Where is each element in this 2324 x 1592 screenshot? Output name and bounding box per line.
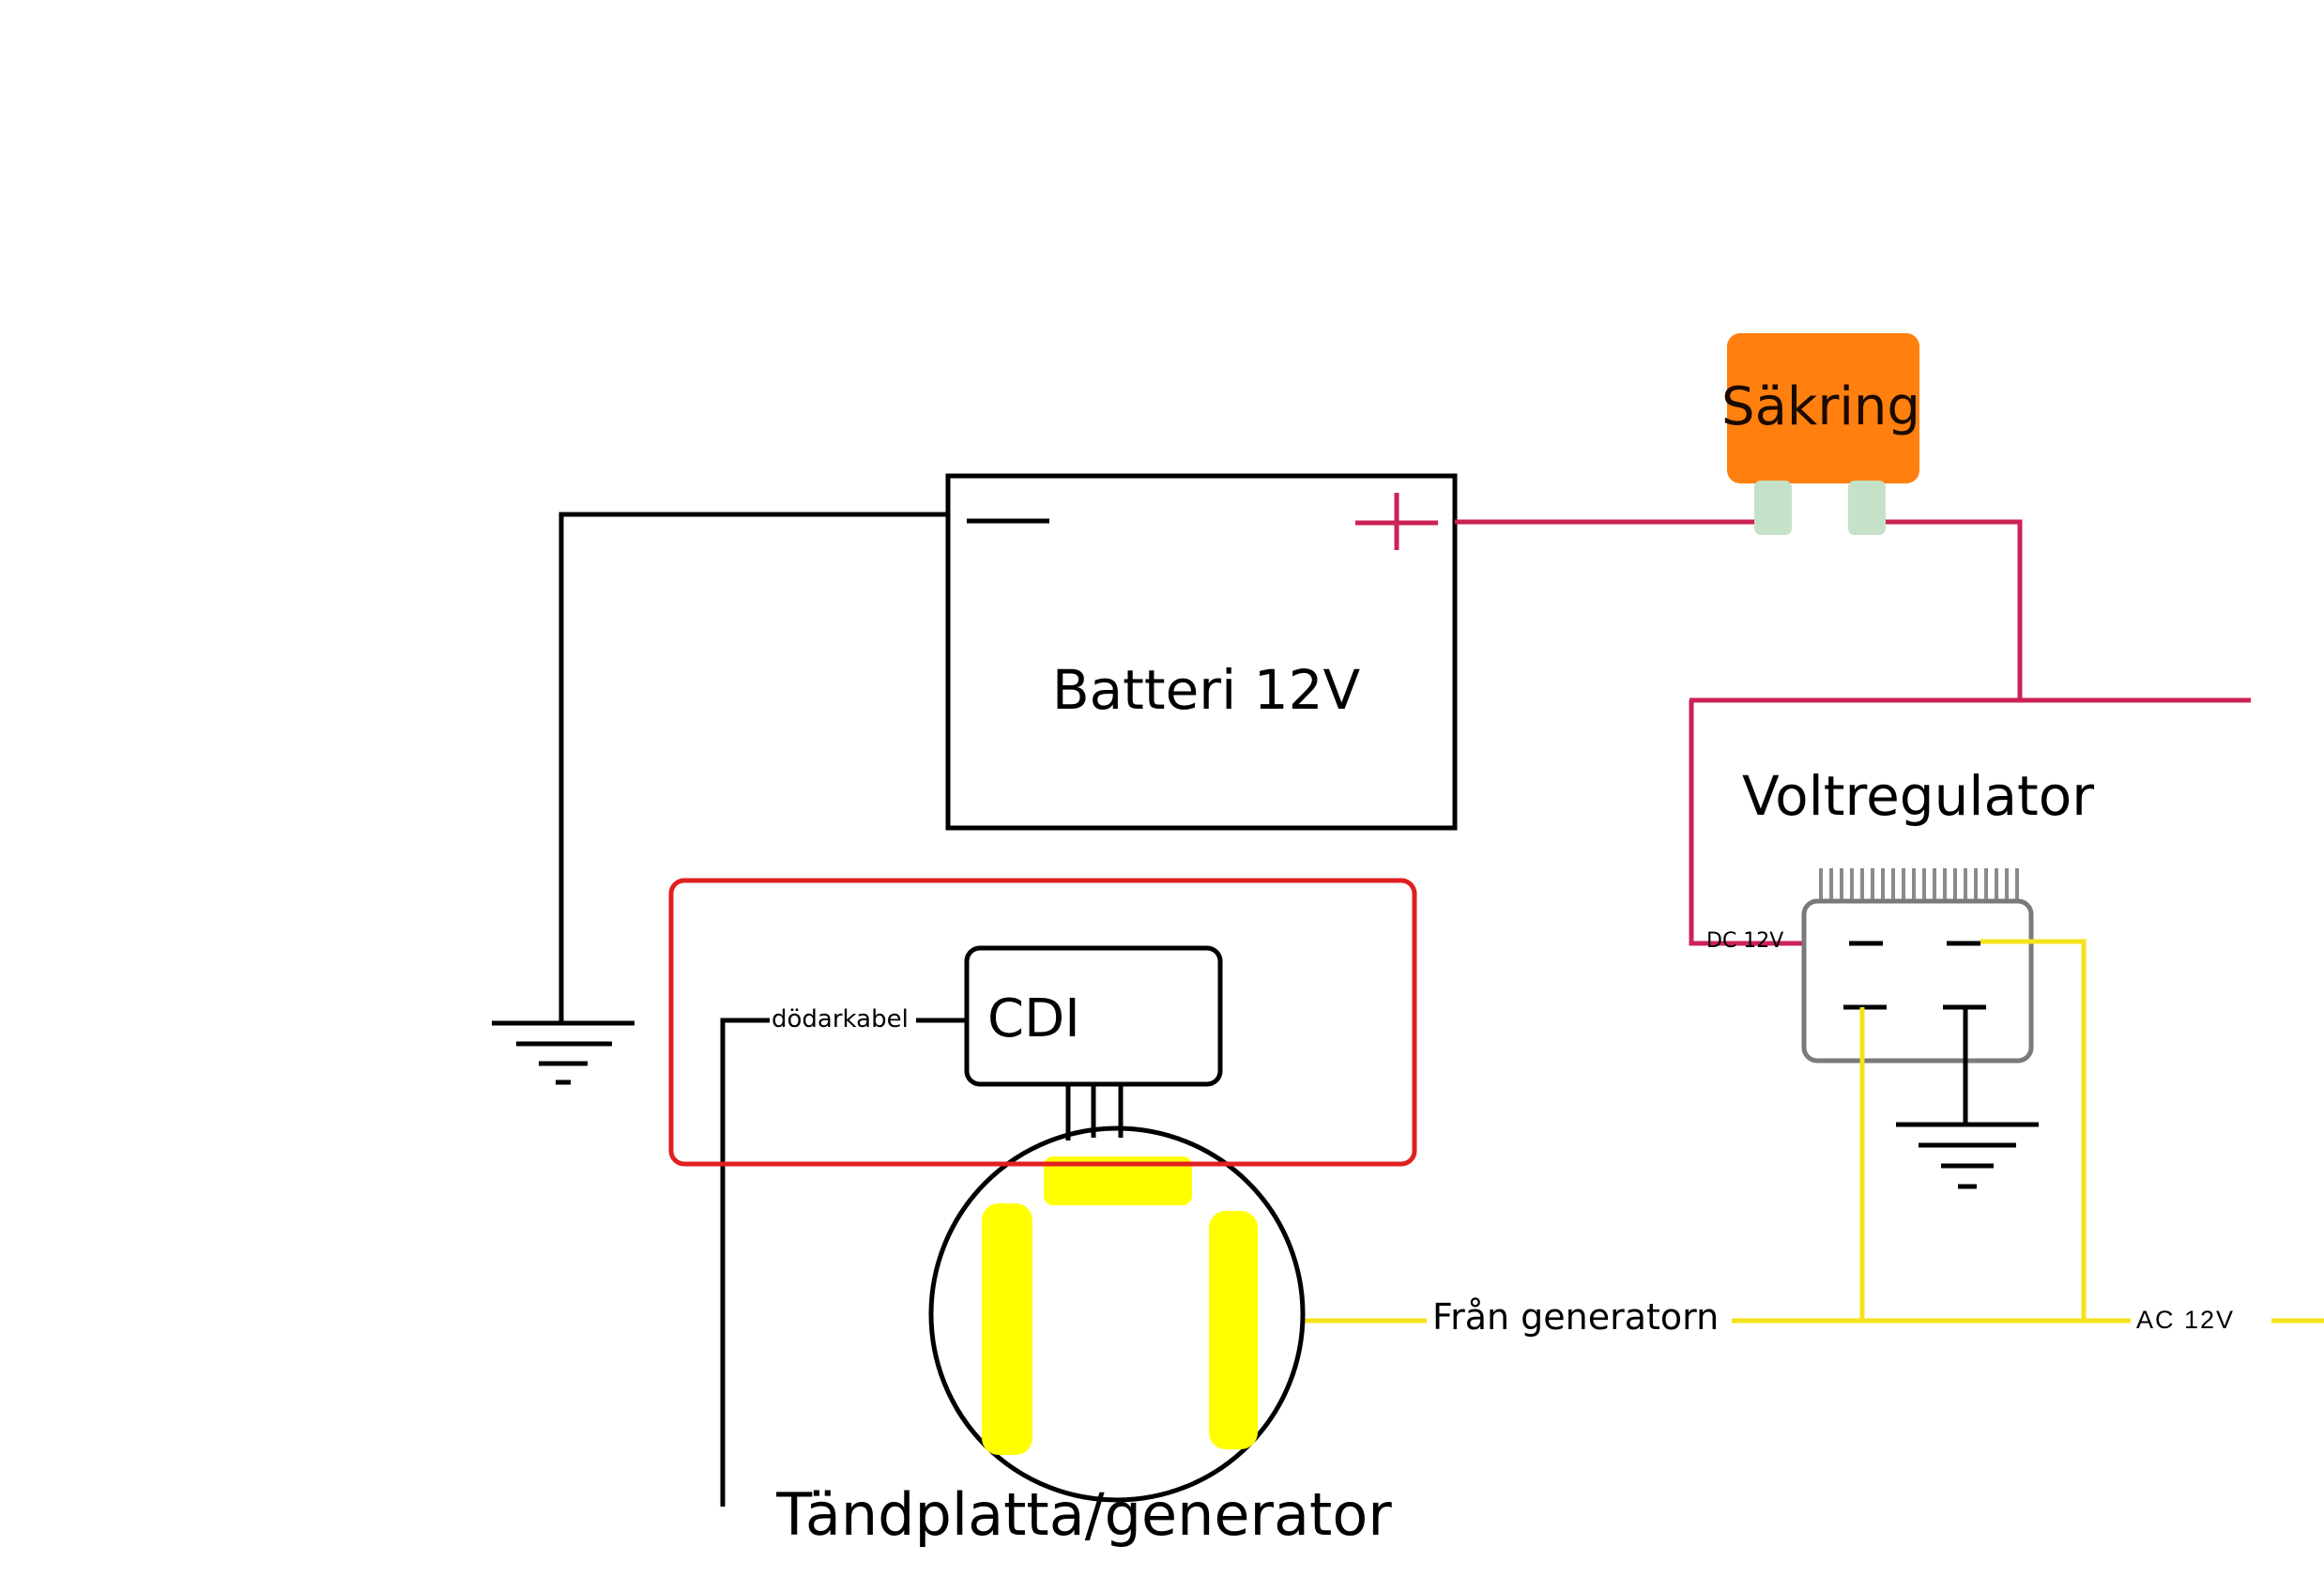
fuse-pin-right <box>1848 481 1886 535</box>
battery-plus-terminal <box>1355 493 1438 550</box>
cdi-highlight-box <box>668 878 1417 1167</box>
kill-wire-label: dödarkabel <box>772 1005 909 1033</box>
regulator-label: Voltregulator <box>1742 764 2094 828</box>
fuse: Säkring <box>1721 333 1920 535</box>
cdi-label: CDI <box>987 988 1080 1049</box>
voltage-regulator: Voltregulator <box>1706 764 2094 1064</box>
dc-label: DC 12V <box>1706 929 1783 953</box>
stator-coil-top <box>1044 1156 1192 1205</box>
cdi-unit: CDI <box>964 945 1223 1087</box>
ac-label: AC 12V <box>2136 1306 2235 1334</box>
ac-wire <box>1305 939 2324 1324</box>
stator-coil-right <box>1209 1211 1258 1449</box>
kill-wire <box>720 1018 967 1507</box>
positive-wire <box>1455 519 2251 946</box>
from-generator-label: Från generatorn <box>1432 1296 1719 1338</box>
stator-label: Tändplatta/generator <box>775 1480 1392 1549</box>
regulator-heatsink-fins <box>1819 868 2019 903</box>
regulator-body <box>1801 898 2034 1064</box>
ground-wire-battery <box>558 512 950 1023</box>
ground-symbol-regulator <box>1896 1007 2039 1189</box>
stator-to-cdi-wires <box>1065 1084 1124 1140</box>
fuse-label: Säkring <box>1721 376 1920 437</box>
ground-symbol-left <box>492 1020 635 1085</box>
fuse-pin-left <box>1754 481 1792 535</box>
battery: Batteri 12V <box>945 473 1458 831</box>
stator-coil-left <box>982 1203 1032 1455</box>
battery-label: Batteri 12V <box>1052 658 1361 722</box>
stator-generator: Tändplatta/generator <box>775 1084 1392 1549</box>
